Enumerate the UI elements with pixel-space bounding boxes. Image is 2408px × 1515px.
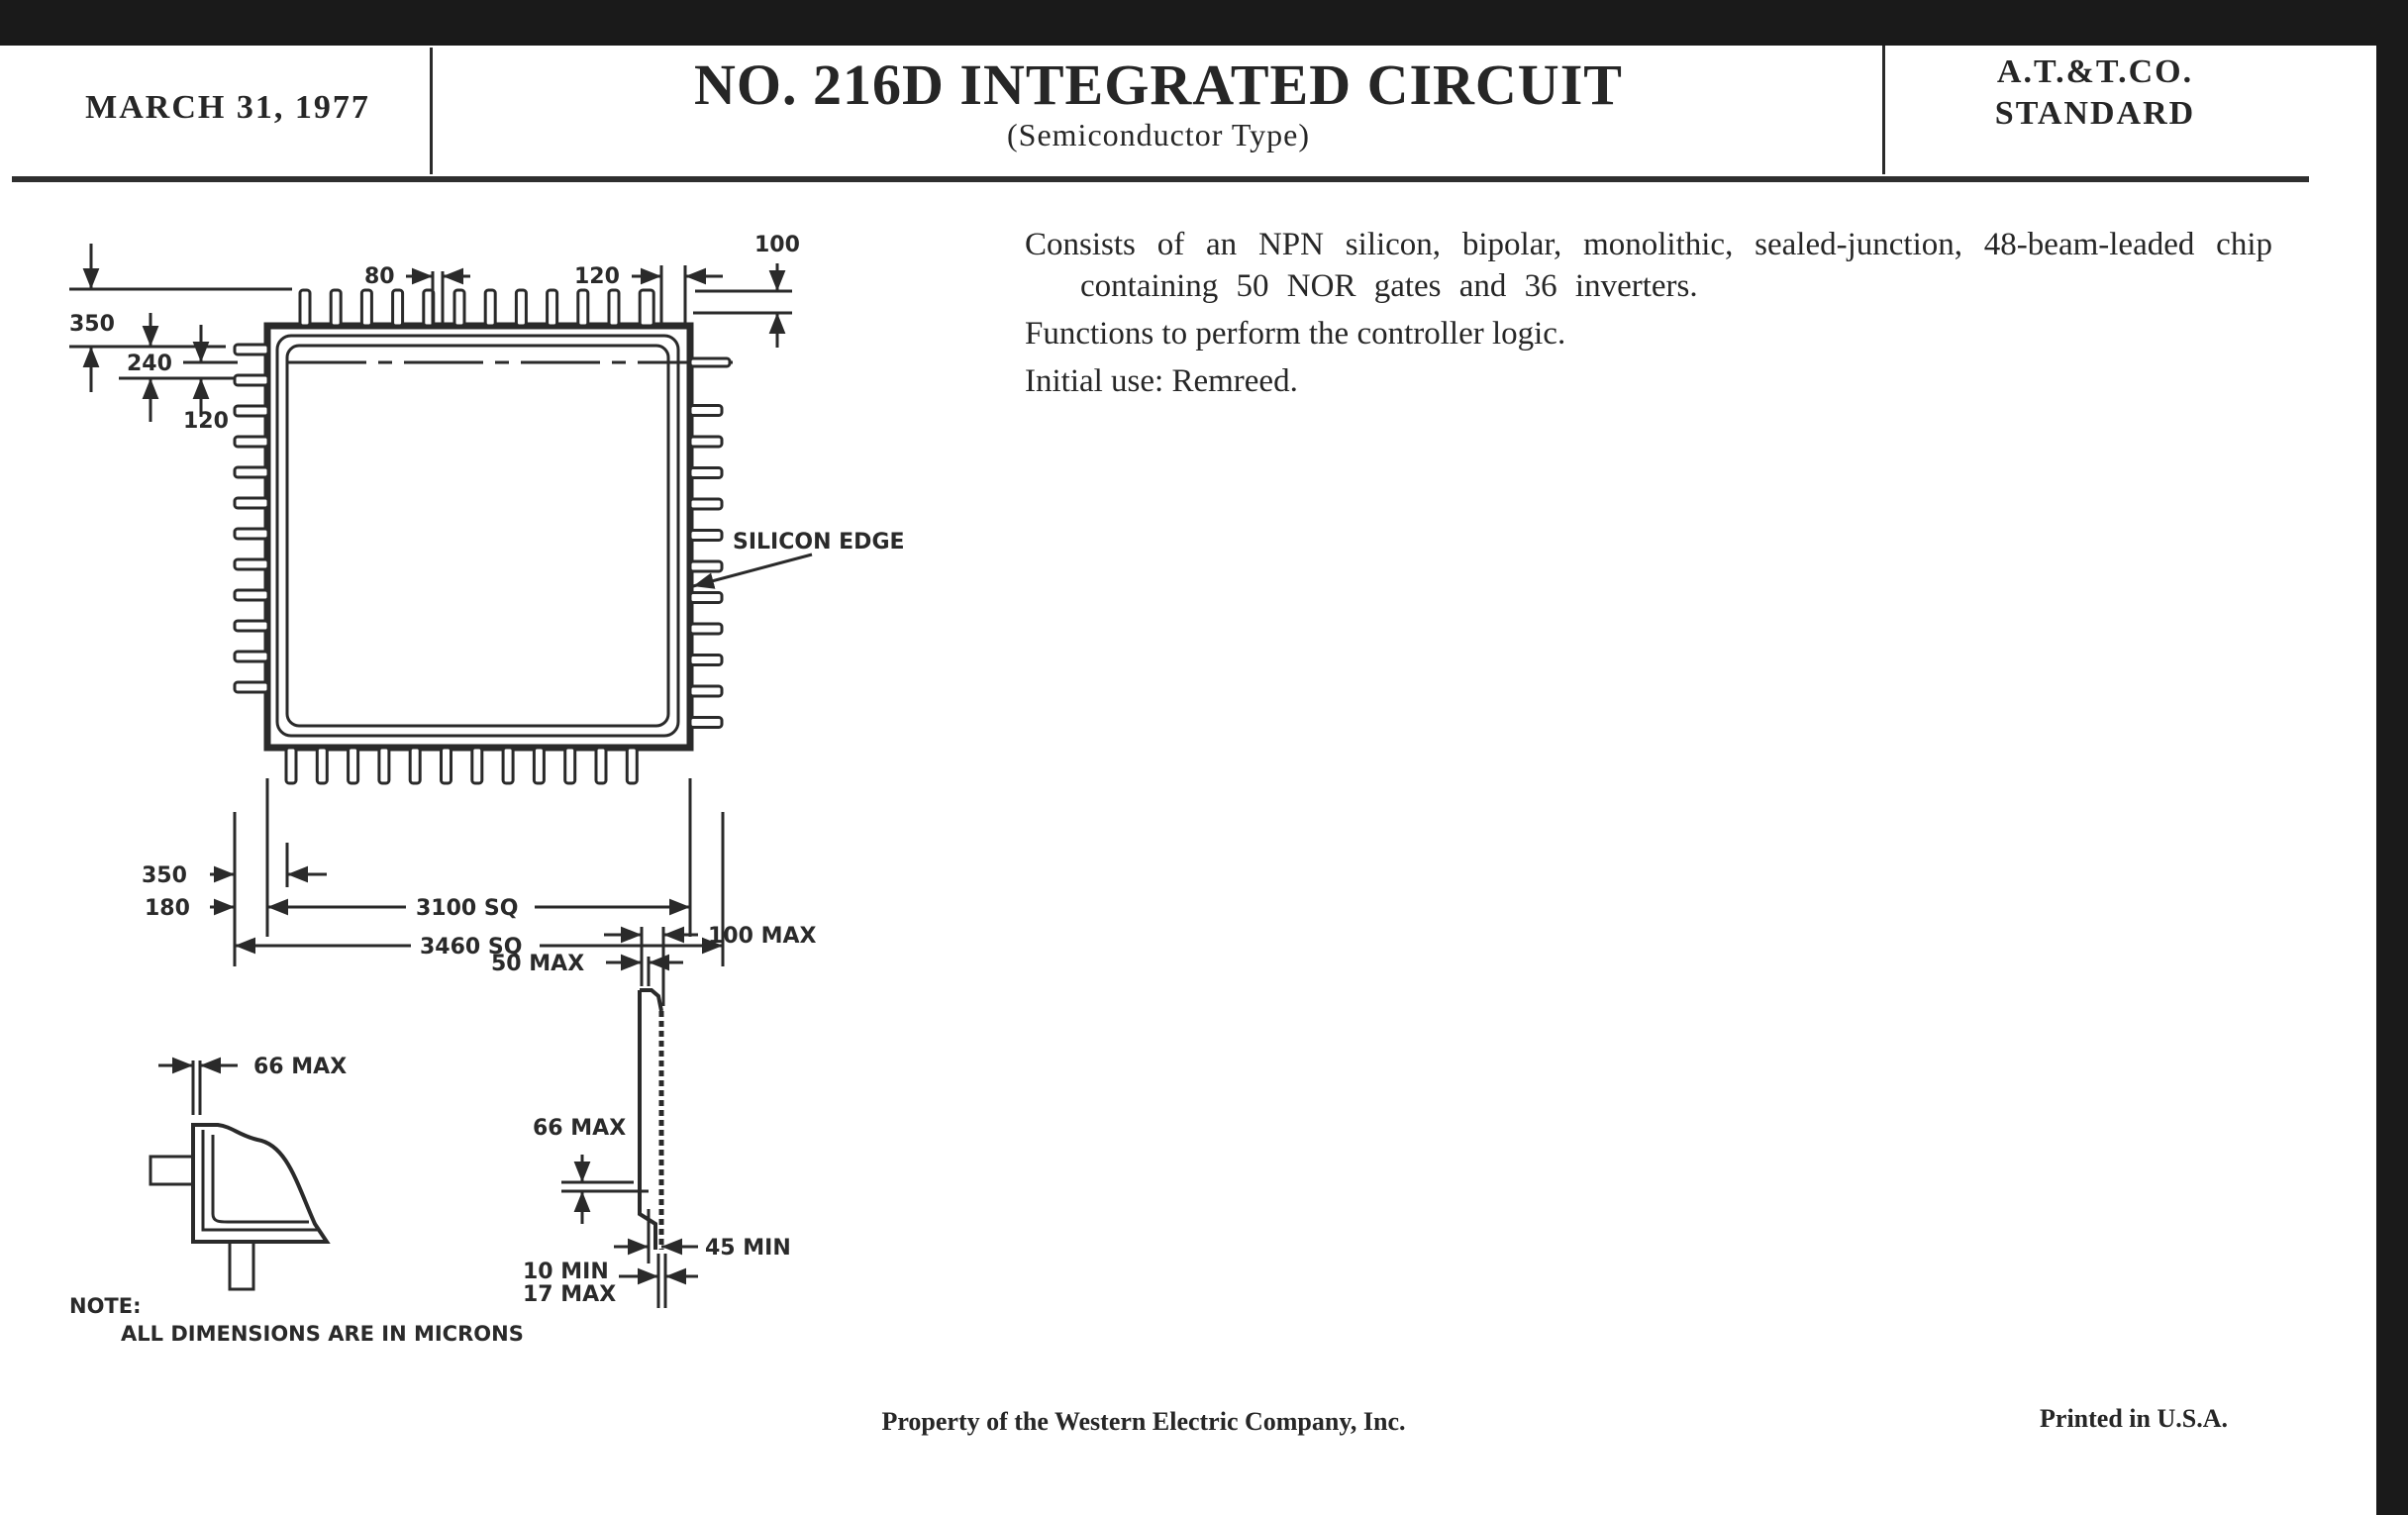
- dim-50-max: 50 MAX: [491, 952, 584, 976]
- chip-silicon-edge: [275, 334, 680, 738]
- dim-100-max: 100 MAX: [708, 924, 817, 949]
- footer-printed: Printed in U.S.A.: [2040, 1404, 2228, 1433]
- dim-3460-sq: 3460 SQ: [420, 935, 522, 960]
- lead-top-key: [638, 288, 655, 328]
- dim-66-max-side: 66 MAX: [533, 1116, 626, 1141]
- lead-bottom: [625, 746, 639, 785]
- lead-top: [329, 288, 343, 328]
- lead-top: [452, 288, 466, 328]
- page-subtitle: (Semiconductor Type): [1007, 117, 1310, 152]
- description-paragraph-1: Consists of an NPN silicon, bipolar, mon…: [1025, 227, 2272, 304]
- lead-left: [233, 496, 270, 510]
- lead-right: [688, 684, 724, 698]
- description: Consists of an NPN silicon, bipolar, mon…: [1025, 224, 2272, 408]
- lead-left: [233, 343, 270, 356]
- lead-top: [298, 288, 312, 328]
- lead-bottom: [408, 746, 422, 785]
- chip-inner-edge: [285, 344, 670, 728]
- lead-left: [233, 373, 270, 387]
- dim-350-bottom: 350: [142, 863, 187, 888]
- dim-66-max-corner: 66 MAX: [253, 1055, 347, 1079]
- lead-bottom: [501, 746, 515, 785]
- lead-left: [233, 527, 270, 541]
- lead-bottom: [347, 746, 360, 785]
- lead-right: [688, 654, 724, 666]
- chip-drawing: 80 120 100 350 240 120 SILICON EDGE 350 …: [69, 233, 905, 1346]
- lead-bottom: [532, 746, 546, 785]
- lead-left: [233, 557, 270, 571]
- dim-10-min: 10 MIN: [523, 1260, 609, 1284]
- dim-120-top: 120: [574, 264, 620, 289]
- lead-top: [514, 288, 528, 328]
- standard-label-line1: A.T.&T.CO.: [1996, 53, 2194, 90]
- lead-bottom: [563, 746, 577, 785]
- dim-80: 80: [364, 264, 395, 289]
- datasheet-page: MARCH 31, 1977 NO. 216D INTEGRATED CIRCU…: [0, 46, 2376, 1515]
- lead-left: [233, 588, 270, 602]
- lead-top: [391, 288, 405, 328]
- lead-bottom: [377, 746, 391, 785]
- lead-bottom: [594, 746, 608, 785]
- silicon-edge-label: SILICON EDGE: [733, 530, 905, 555]
- dim-3100-sq: 3100 SQ: [416, 896, 518, 921]
- dim-240: 240: [127, 352, 172, 376]
- lead-top: [607, 288, 621, 328]
- note-text: ALL DIMENSIONS ARE IN MICRONS: [121, 1322, 524, 1346]
- lead-top: [359, 288, 373, 328]
- lead-right: [688, 404, 724, 417]
- lead-right: [688, 622, 724, 636]
- lead-right: [688, 529, 724, 542]
- dim-45-min: 45 MIN: [705, 1236, 791, 1261]
- lead-top: [576, 288, 590, 328]
- lead-left: [233, 680, 270, 694]
- lead-right: [688, 435, 724, 449]
- dim-100: 100: [754, 233, 800, 257]
- standard-label-line2: STANDARD: [1994, 95, 2196, 132]
- lead-right: [688, 497, 724, 511]
- dim-120-left: 120: [183, 409, 229, 434]
- lead-top: [483, 288, 497, 328]
- dim-350-left: 350: [69, 312, 115, 337]
- lead-bottom: [284, 746, 298, 785]
- header-divider-left: [430, 48, 433, 174]
- note-title: NOTE:: [69, 1294, 142, 1318]
- lead-left: [233, 465, 270, 479]
- lead-left: [233, 404, 270, 418]
- footer-property: Property of the Western Electric Company…: [881, 1407, 1406, 1436]
- lead-top: [546, 288, 559, 328]
- lead-right: [688, 591, 724, 604]
- header-date: MARCH 31, 1977: [85, 89, 370, 126]
- leads-group: [233, 288, 732, 785]
- lead-right-first: [688, 356, 732, 368]
- chip-outline: [263, 322, 694, 752]
- lead-right: [688, 716, 724, 729]
- lead-left: [233, 435, 270, 449]
- standard-label: A.T.&T.CO. STANDARD: [1887, 51, 2303, 135]
- page-title: NO. 216D INTEGRATED CIRCUIT: [694, 52, 1623, 117]
- lead-left: [233, 619, 270, 633]
- description-paragraph-3: Initial use: Remreed.: [1025, 363, 1298, 399]
- lead-right: [688, 466, 724, 479]
- dim-17-max: 17 MAX: [523, 1282, 616, 1307]
- lead-bottom: [470, 746, 484, 785]
- lead-bottom: [315, 746, 329, 785]
- header-rule: [12, 176, 2309, 182]
- header-divider-right: [1882, 46, 1885, 174]
- dim-180: 180: [145, 896, 190, 921]
- lead-right: [688, 559, 724, 573]
- description-paragraph-2: Functions to perform the controller logi…: [1025, 316, 1566, 352]
- lead-bottom: [440, 746, 452, 785]
- lead-left: [233, 650, 270, 663]
